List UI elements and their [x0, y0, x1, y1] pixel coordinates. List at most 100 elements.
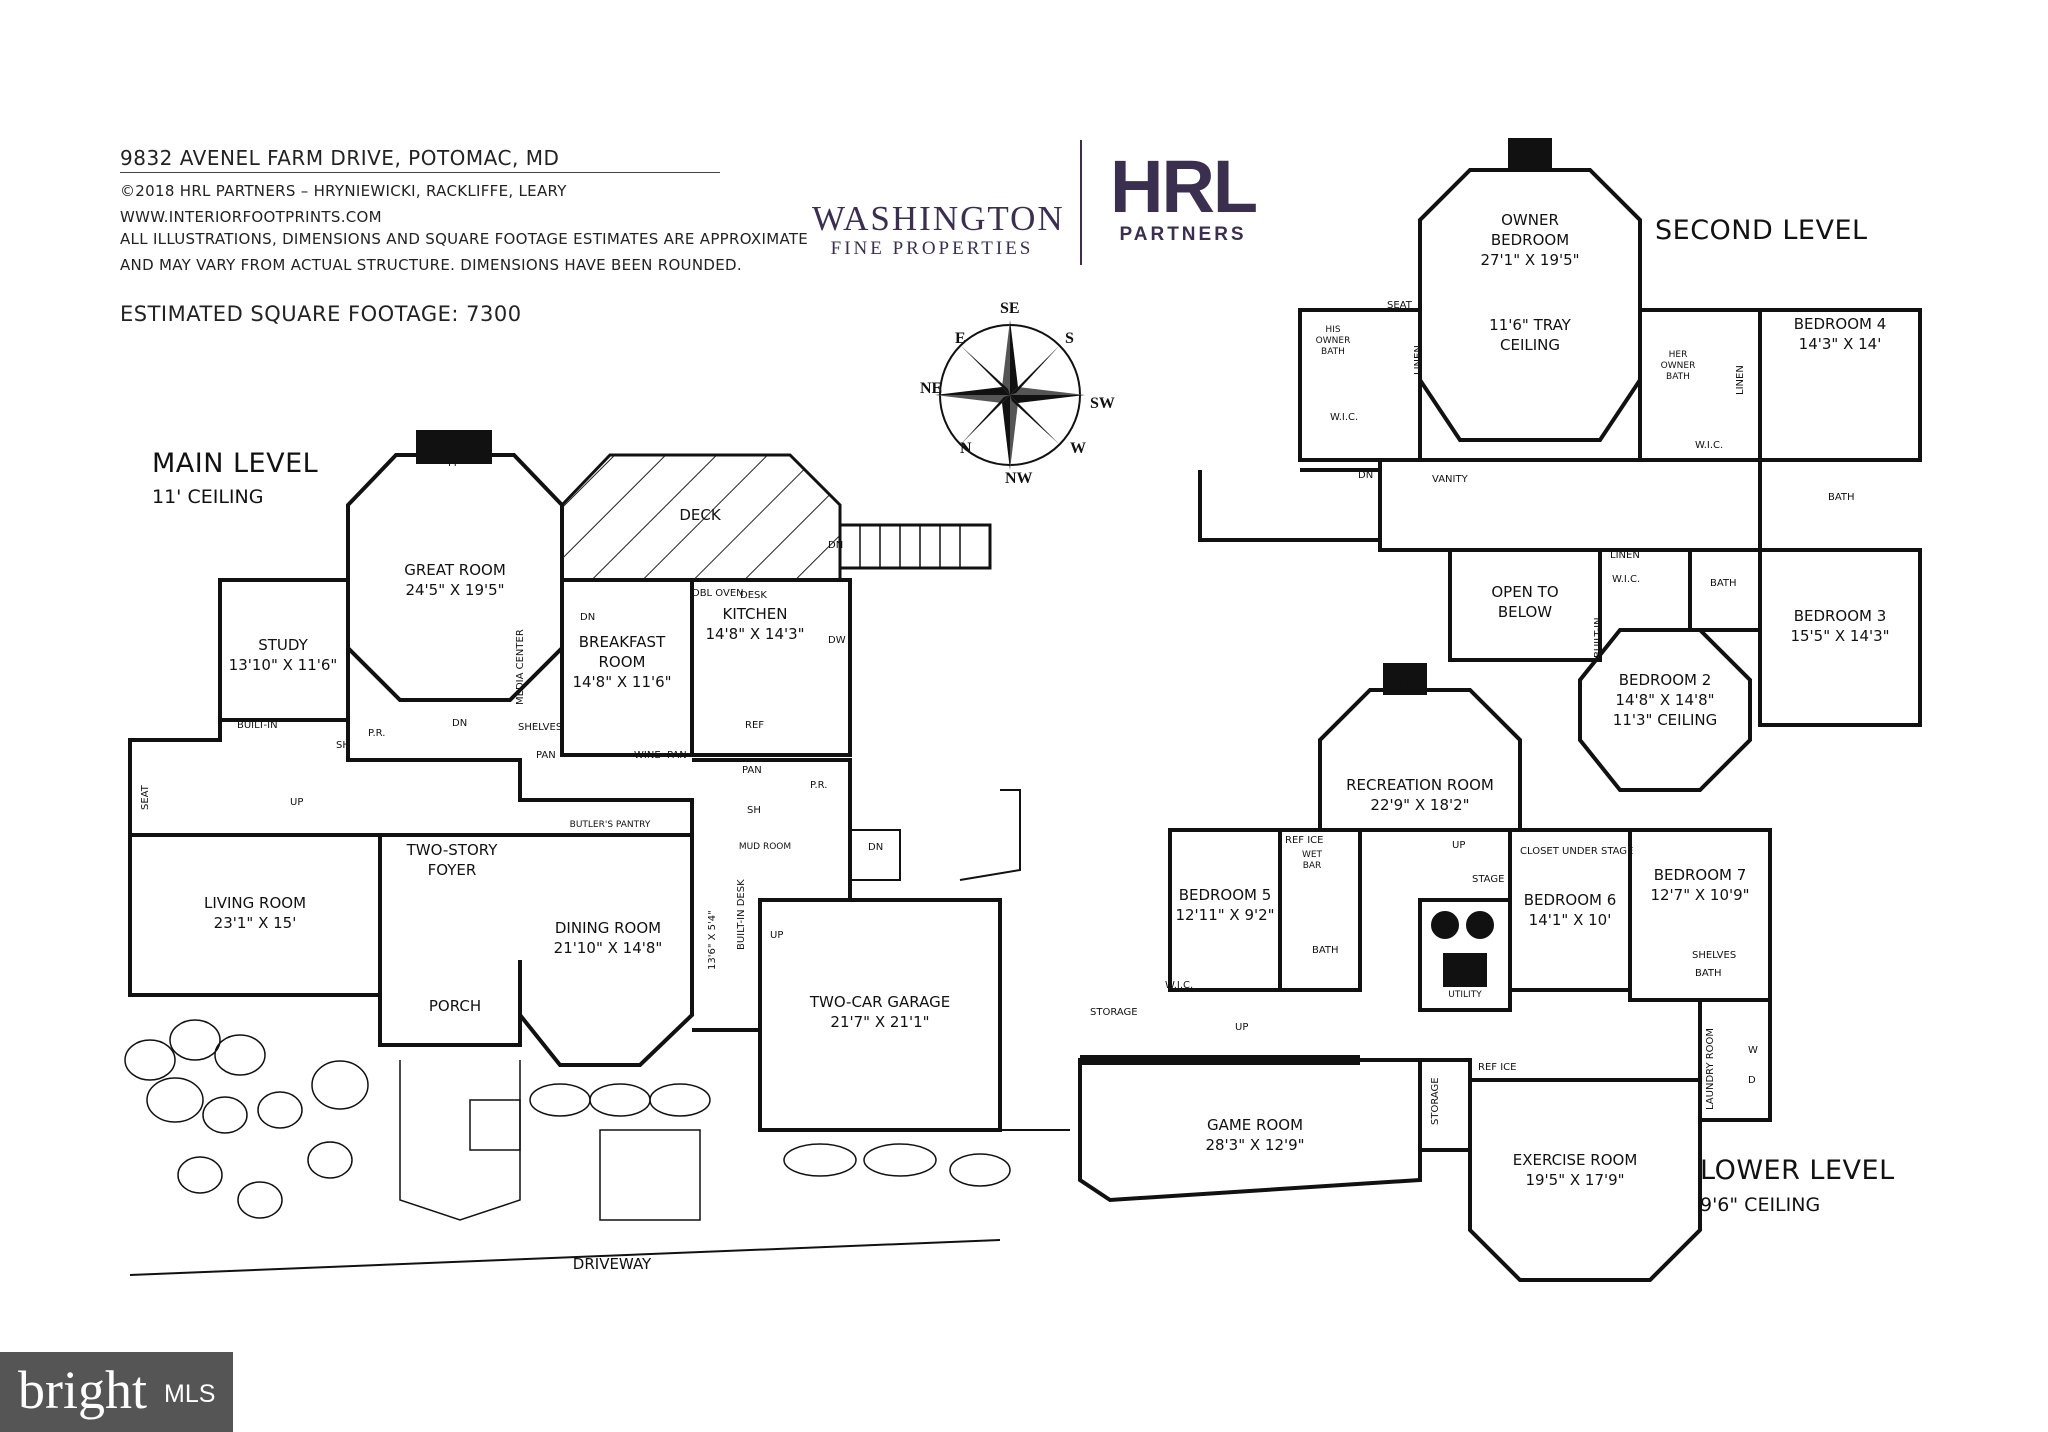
- shelves-label: SHELVES: [518, 722, 563, 733]
- great-room-wall: [346, 453, 564, 702]
- foyer-wall: [128, 718, 694, 835]
- garage-up-label: UP: [770, 930, 784, 941]
- compass-s: S: [1065, 330, 1074, 347]
- bedroom-7-bath-label: BATH: [1695, 968, 1722, 979]
- stair-up-label: UP: [290, 797, 304, 808]
- laundry-room-label: LAUNDRY ROOM: [1705, 1027, 1716, 1110]
- lower-level-title: LOWER LEVEL: [1700, 1155, 1895, 1186]
- wet-bar-wall: [1278, 828, 1362, 992]
- disclaimer-line-1: ALL ILLUSTRATIONS, DIMENSIONS AND SQUARE…: [120, 230, 809, 248]
- hrl-partners-logo: HRL PARTNERS: [1110, 150, 1258, 246]
- foyer-dn-label: DN: [452, 718, 468, 729]
- dryer-label: D: [1748, 1075, 1756, 1086]
- bright-logo-text: bright: [18, 1360, 147, 1420]
- closet-stage-label: CLOSET UNDER STAGE: [1520, 846, 1634, 857]
- logo-line-1: WASHINGTON: [812, 199, 1065, 238]
- his-linen-label: LINEN: [1413, 345, 1424, 375]
- dw-label: DW: [828, 635, 846, 646]
- washington-fine-properties-logo: WASHINGTON FINE PROPERTIES: [812, 199, 1065, 260]
- his-seat-label: SEAT: [1387, 300, 1412, 311]
- driveway-line: [129, 1239, 1001, 1276]
- breakfast-dn-label: DN: [580, 612, 596, 623]
- mud-sh-label: SH: [747, 805, 761, 816]
- ref-label: REF: [745, 720, 765, 731]
- compass-n: N: [960, 440, 972, 457]
- seat-label: SEAT: [140, 785, 151, 810]
- hall-linen-label: LINEN: [1610, 550, 1640, 561]
- copyright-line: ©2018 HRL PARTNERS – HRYNIEWICKI, RACKLI…: [120, 182, 567, 200]
- great-room-fireplace: [416, 430, 492, 464]
- shower-label: SH: [336, 740, 350, 751]
- second-hall-wall: [1198, 468, 1382, 542]
- kitchen-wall: [690, 578, 852, 757]
- mud-room-label: MUD ROOM: [738, 842, 792, 852]
- desk-label: DESK: [740, 590, 767, 601]
- his-wic-label: W.I.C.: [1330, 412, 1359, 423]
- recreation-fireplace: [1383, 663, 1427, 695]
- mud-room-wall: [692, 758, 852, 1032]
- owner-bedroom-wall: [1418, 168, 1642, 442]
- lower-up-label: UP: [1235, 1022, 1249, 1033]
- pan-label-1: PAN: [536, 750, 556, 761]
- linen-wic-label: W.I.C.: [1612, 574, 1641, 585]
- mud-dn-label: DN: [868, 842, 884, 853]
- powder-room-label: P.R.: [368, 728, 386, 739]
- hall-dims-label: 13'6" X 5'4": [707, 910, 718, 970]
- bedroom-5-bath-label: BATH: [1312, 945, 1339, 956]
- second-level-title: SECOND LEVEL: [1655, 215, 1868, 246]
- game-room-wall: [1078, 1058, 1422, 1203]
- storage-label: STORAGE: [1090, 1007, 1138, 1018]
- lower-storage-label: STORAGE: [1430, 1077, 1441, 1125]
- logo-divider: [1080, 140, 1082, 265]
- bedroom-4-bath-label: BATH: [1828, 492, 1855, 503]
- bedroom-3-wall: [1758, 548, 1922, 727]
- driveway-label: DRIVEWAY: [572, 1255, 652, 1273]
- washer-label: W: [1748, 1045, 1758, 1056]
- second-dn-label: DN: [1358, 470, 1374, 481]
- garage-stairs: [850, 829, 901, 881]
- ref-ice-label: REF ICE: [1285, 835, 1324, 846]
- butlers-pantry-label: BUTLER'S PANTRY: [569, 820, 651, 830]
- deck-label: DECK: [679, 506, 721, 524]
- compass-w: W: [1070, 440, 1086, 457]
- pan-label-3: PAN: [742, 765, 762, 776]
- recreation-fp-label: FP: [1400, 680, 1412, 691]
- owner-fp-label: FP: [1524, 150, 1536, 161]
- vanity-label: VANITY: [1432, 474, 1468, 485]
- kitchen-pr-label: P.R.: [810, 780, 828, 791]
- great-room-fp-label: FP: [448, 458, 460, 469]
- porch-wall: [378, 955, 522, 1047]
- header-rule: [120, 172, 720, 173]
- owner-fireplace: [1508, 138, 1552, 172]
- logo-line-2: FINE PROPERTIES: [830, 238, 1034, 259]
- study-built-in-label: BUILT-IN: [237, 720, 278, 731]
- wine-label: WINE: [634, 750, 661, 761]
- utility-label: UTILITY: [1448, 990, 1482, 1000]
- living-room-wall: [128, 833, 382, 997]
- exercise-ref-ice-label: REF ICE: [1478, 1062, 1517, 1073]
- bedroom-2-built-in-label: BUILT-IN: [1593, 617, 1604, 658]
- compass-e: E: [955, 330, 966, 347]
- laundry-wall: [1698, 998, 1772, 1122]
- lower-level-ceiling: 9'6" CEILING: [1700, 1194, 1821, 1216]
